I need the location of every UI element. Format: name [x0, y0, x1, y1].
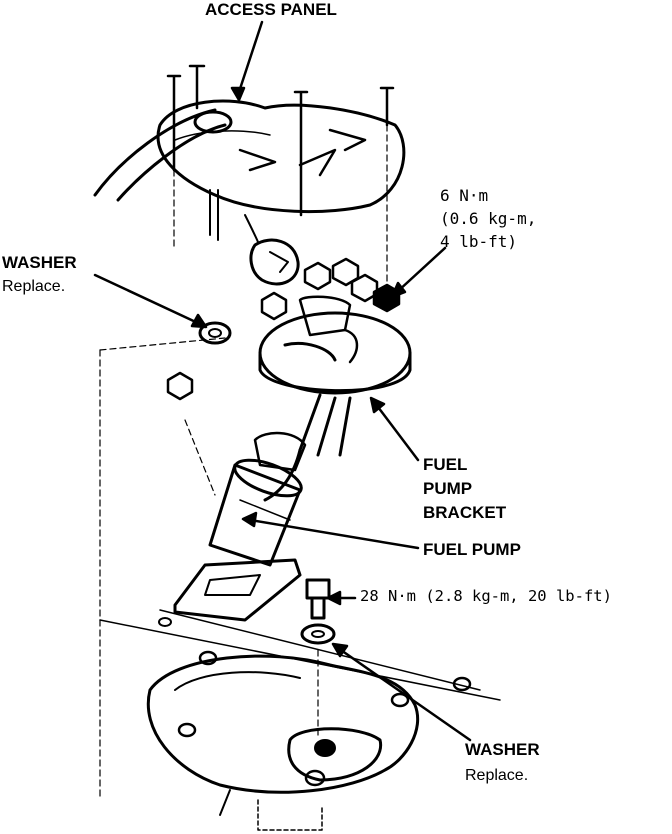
- bolt-torque-label: 28 N·m (2.8 kg-m, 20 lb-ft): [360, 587, 612, 605]
- top-washer-note: Replace.: [2, 278, 66, 295]
- mounting-bolt: [305, 578, 331, 620]
- callout-arrows: [93, 20, 472, 742]
- access-panel-cover: [93, 99, 406, 286]
- nut-torque-line-2: (0.6 kg-m,: [440, 209, 537, 228]
- bottom-washer: [300, 623, 336, 645]
- bottom-washer-note: Replace.: [465, 767, 529, 784]
- fuel-pump-bracket: [258, 295, 412, 502]
- alignment-lines: [99, 124, 388, 801]
- access-panel-label: ACCESS PANEL: [205, 0, 337, 19]
- top-washer: [198, 321, 232, 345]
- bracket-label-line-3: BRACKET: [423, 503, 507, 522]
- top-washer-label: WASHER: [2, 253, 77, 272]
- fuel-pump-body: [208, 431, 307, 567]
- fuel-tank-top: [99, 609, 501, 831]
- nut-torque-line-3: 4 lb-ft): [440, 232, 518, 251]
- bracket-label-line-2: PUMP: [423, 479, 473, 498]
- fuel-strainer: [173, 558, 302, 622]
- bracket-label-line-1: FUEL: [423, 455, 468, 474]
- nut-torque-line-1: 6 N·m: [440, 186, 489, 205]
- fuel-pump-label: FUEL PUMP: [423, 540, 521, 559]
- access-panel-screws: [166, 64, 395, 217]
- bottom-washer-label: WASHER: [465, 740, 540, 759]
